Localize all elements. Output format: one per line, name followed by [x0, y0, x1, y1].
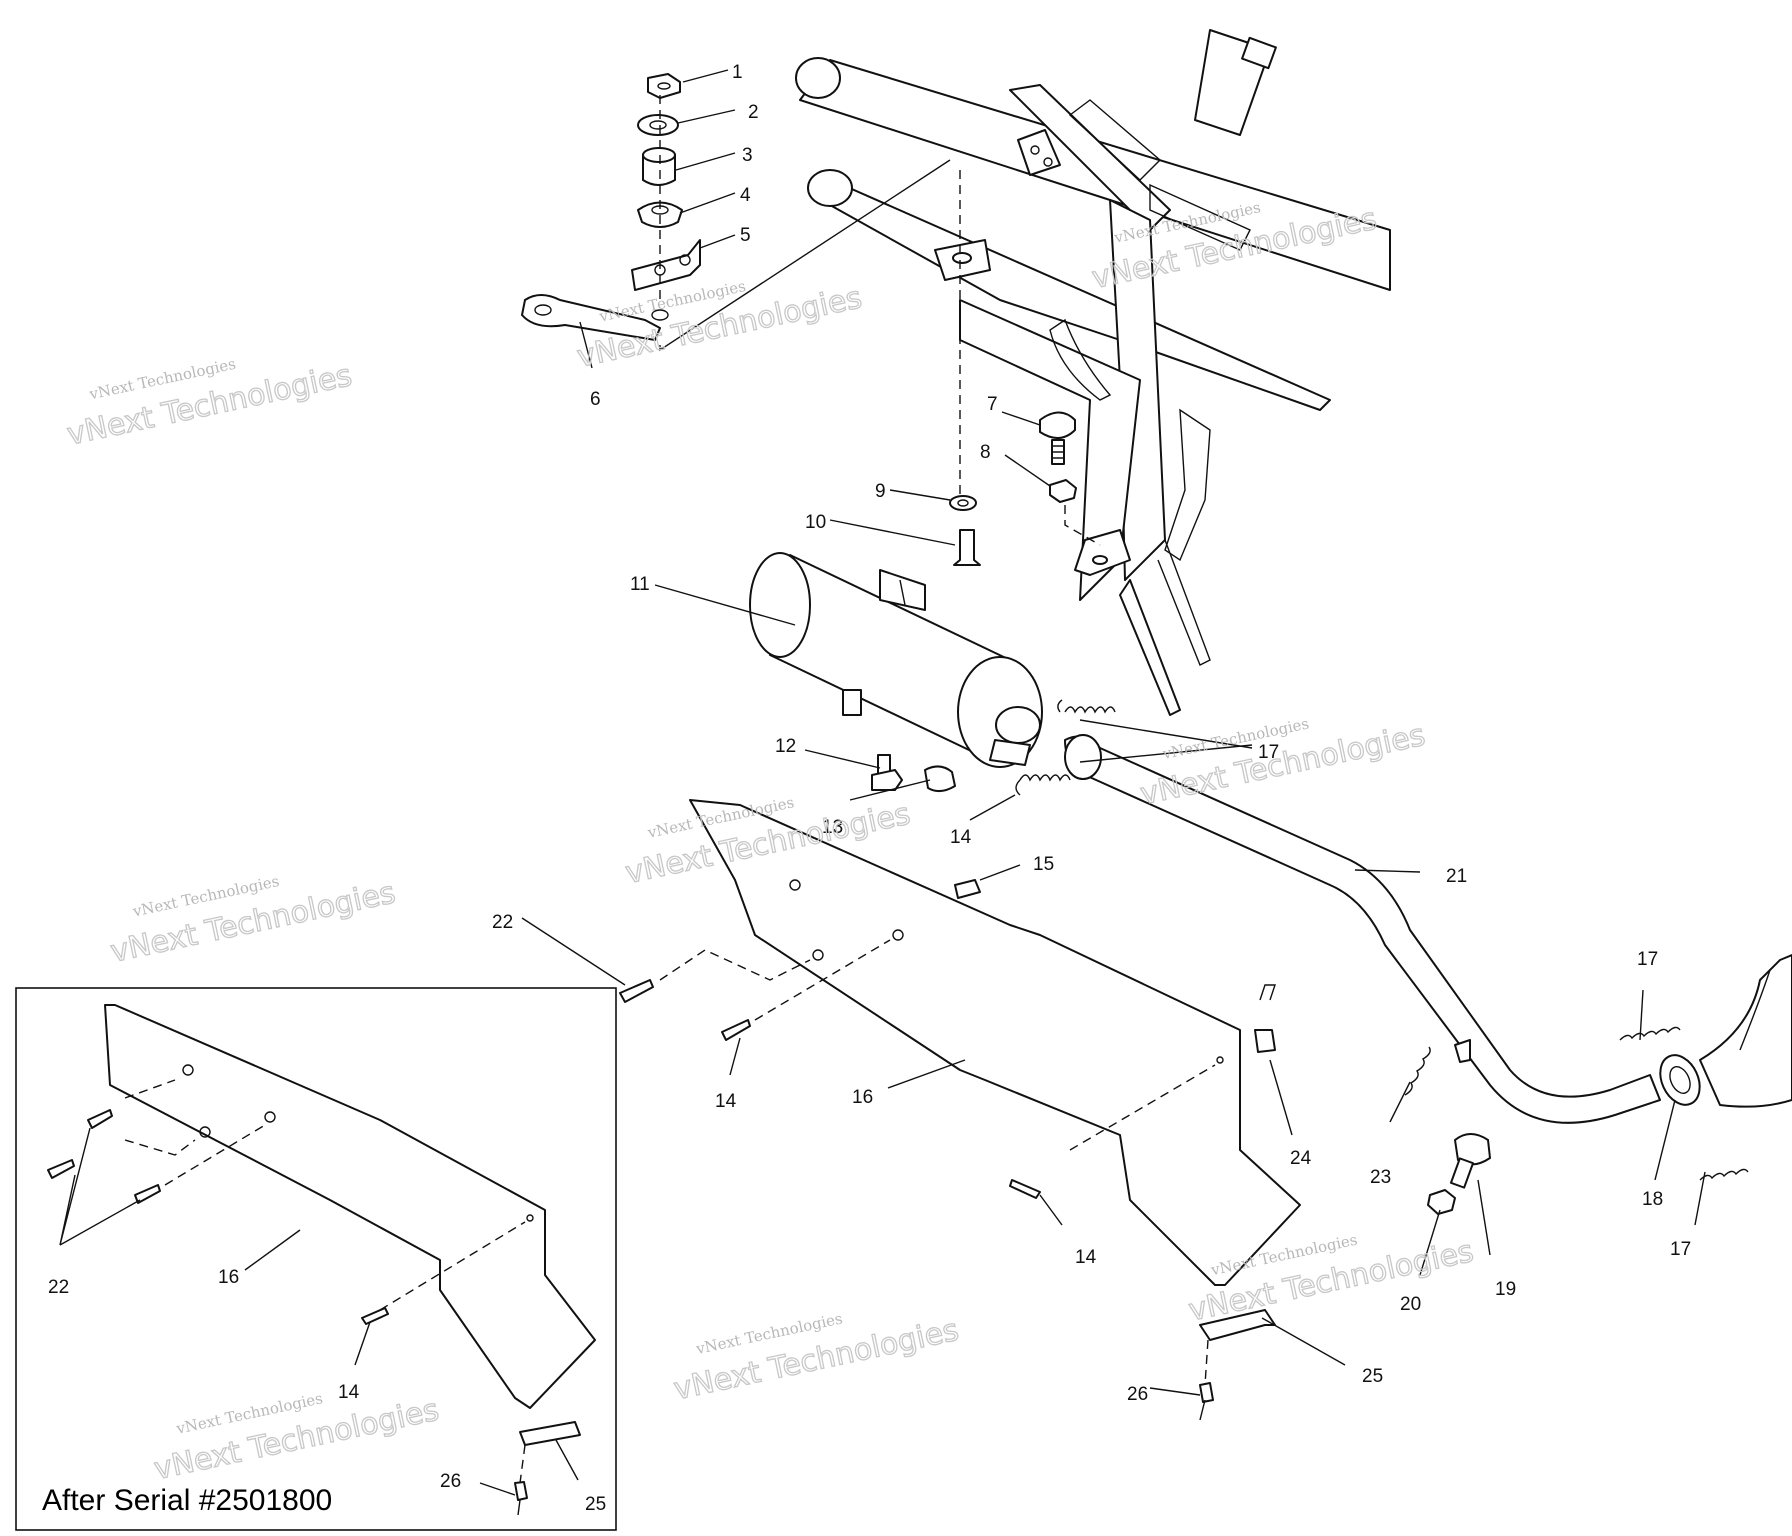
- callout-2: 2: [748, 102, 759, 123]
- nut-part-1: [647, 73, 681, 99]
- flange-part-18: [1659, 954, 1792, 1108]
- washer-part-2: [637, 114, 679, 136]
- callout-7: 7: [987, 394, 998, 415]
- callout-17-right-top: 17: [1637, 949, 1658, 970]
- springs-lower: [1404, 1026, 1749, 1181]
- callout-25-main: 25: [1362, 1366, 1383, 1387]
- mount-hardware-stack: [521, 73, 951, 352]
- callout-24: 24: [1290, 1148, 1312, 1169]
- bracket-25-main: [1199, 1309, 1276, 1421]
- bolt-head-part-7: [1039, 411, 1076, 439]
- washer-part-9: [949, 495, 977, 511]
- callout-22-inset: 22: [48, 1277, 69, 1298]
- leader-lines: [521, 69, 1706, 1396]
- grommet-part-4: [637, 201, 683, 228]
- vehicle-frame: [795, 29, 1391, 716]
- springs-upper: [1015, 699, 1116, 796]
- clip-part-24: [1254, 1029, 1276, 1053]
- bracket-part-5: [631, 239, 701, 291]
- callout-3: 3: [742, 145, 753, 166]
- callout-16-main: 16: [852, 1087, 873, 1108]
- callout-13: 13: [822, 817, 843, 838]
- muffler-part-11: [749, 552, 1043, 768]
- callout-8: 8: [980, 442, 991, 463]
- mount-plate-part-6: [521, 294, 661, 341]
- callout-15: 15: [1033, 854, 1054, 875]
- callout-17-right-bottom: 17: [1670, 1239, 1691, 1260]
- bolt-part-10: [953, 529, 981, 566]
- callout-18: 18: [1642, 1189, 1663, 1210]
- callout-4: 4: [740, 185, 751, 206]
- heat-shield-part-16: [689, 799, 1301, 1286]
- callout-labels: 1 2 3 4 5 6 7 8 9 10 11 12 13 14 15 17 2…: [48, 62, 1691, 1515]
- callout-14-lower: 14: [1075, 1247, 1097, 1268]
- bolt-19-nut-20: [1427, 1133, 1491, 1215]
- callout-23: 23: [1370, 1167, 1391, 1188]
- nut-part-8: [1049, 479, 1077, 503]
- mount-hardware-7-10: [949, 170, 1101, 566]
- callout-20: 20: [1400, 1294, 1421, 1315]
- callout-1: 1: [732, 62, 743, 83]
- inset-caption: After Serial #2501800: [42, 1484, 332, 1517]
- callout-6: 6: [590, 389, 601, 410]
- callout-25-inset: 25: [585, 1494, 606, 1515]
- callout-12: 12: [775, 736, 796, 757]
- callout-5: 5: [740, 225, 751, 246]
- inset-after-serial: After Serial #2501800: [15, 987, 617, 1531]
- callout-16-inset: 16: [218, 1267, 239, 1288]
- callout-26-inset: 26: [440, 1471, 461, 1492]
- callout-19: 19: [1495, 1279, 1516, 1300]
- callout-10: 10: [805, 512, 826, 533]
- callout-14-inset: 14: [338, 1382, 360, 1403]
- callout-14-left: 14: [715, 1091, 737, 1112]
- spacer-part-3: [642, 154, 676, 186]
- callout-11: 11: [630, 574, 650, 595]
- callout-26-main: 26: [1127, 1384, 1148, 1405]
- callout-21: 21: [1446, 866, 1467, 887]
- clip-part-15: [954, 879, 981, 899]
- exhaust-pipe-part-21: [1064, 734, 1661, 1124]
- callout-22-main: 22: [492, 912, 513, 933]
- screws-shield: [619, 939, 1216, 1199]
- callout-14-pipe-spring: 14: [950, 827, 972, 848]
- callout-17-upper: 17: [1258, 742, 1279, 763]
- bolts-12-13: [871, 754, 956, 792]
- callout-9: 9: [875, 481, 886, 502]
